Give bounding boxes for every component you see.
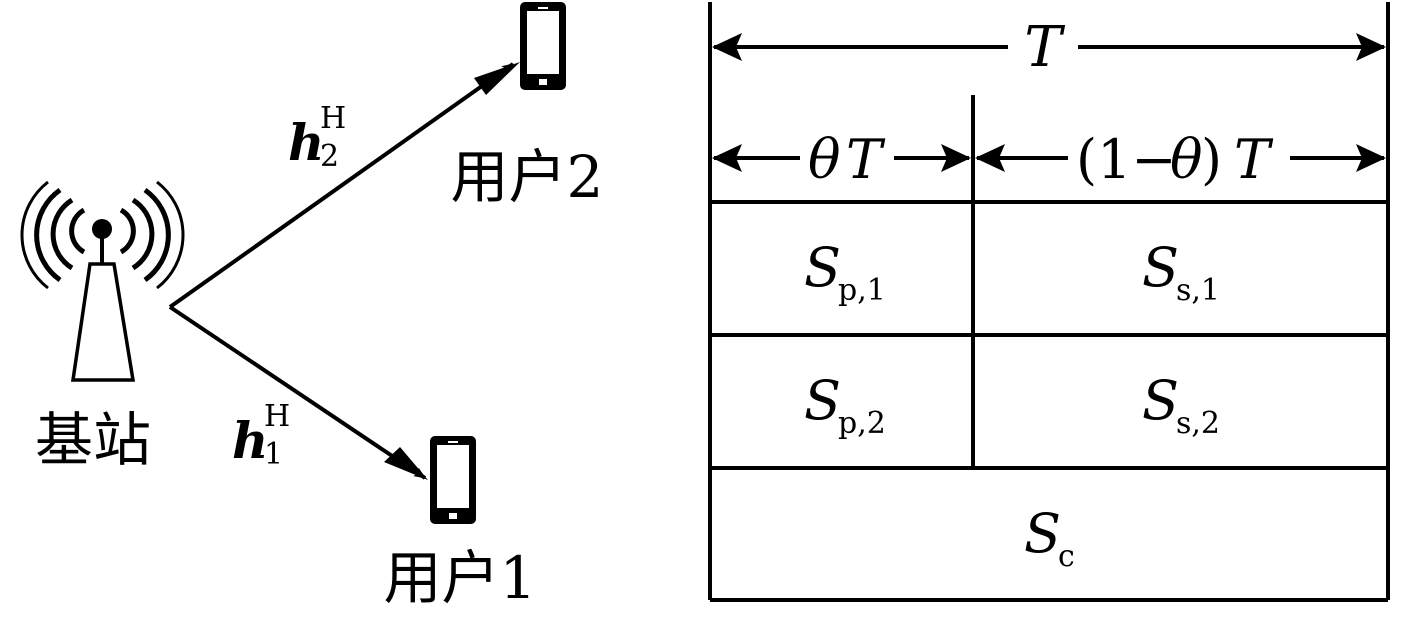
cell-ss1-sub: s,1 [1176, 273, 1220, 308]
channel1-main: h [232, 411, 268, 470]
cell-sc-sub: c [1058, 539, 1075, 574]
user2-label: 用户2 [451, 143, 604, 211]
phase2-var: T [1234, 128, 1274, 191]
phase2-open: (1− [1076, 128, 1177, 191]
total-duration-label: T [1024, 15, 1065, 80]
arrowhead-user2 [474, 62, 520, 95]
cell-ss2-sub: s,2 [1176, 406, 1220, 441]
channel-label-user2: h 2 H [288, 101, 346, 174]
channel1-sup: H [264, 399, 290, 434]
time-frame-structure [708, 2, 1390, 602]
phone-icon-user2 [520, 2, 566, 90]
cell-sc-main: S [1024, 502, 1061, 565]
channel-label-user1: h 1 H [232, 399, 290, 472]
cell-ss2: S s,2 [1142, 369, 1220, 441]
cell-ss1: S s,1 [1142, 236, 1220, 308]
cell-sc: S c [1024, 502, 1075, 574]
total-duration-arrow [712, 33, 1386, 61]
cell-ss1-main: S [1142, 236, 1179, 299]
channel1-sub: 1 [264, 437, 283, 472]
channel2-sup: H [320, 101, 346, 136]
cell-sp2-sub: p,2 [838, 406, 886, 441]
cell-sp2-main: S [804, 369, 841, 432]
phase2-duration-label: (1− θ ) T [1076, 128, 1274, 191]
cell-sp2: S p,2 [804, 369, 886, 441]
phase2-close: ) [1201, 128, 1222, 191]
cell-sp1-main: S [804, 236, 841, 299]
arrowhead-user1 [384, 447, 428, 480]
phase1-theta: θ [808, 128, 841, 191]
base-station-icon [20, 180, 185, 382]
downlink-arrow-user1 [168, 305, 427, 480]
cell-sp1-sub: p,1 [838, 273, 886, 308]
cell-ss2-main: S [1142, 369, 1179, 432]
phase1-duration-arrow [712, 144, 971, 172]
base-station-label: 基站 [35, 406, 151, 474]
downlink-arrow-user2 [168, 62, 515, 309]
phone-icon-user1 [430, 436, 476, 524]
cell-sp1: S p,1 [804, 236, 886, 308]
channel2-main: h [288, 113, 324, 172]
phase1-var: T [846, 128, 886, 191]
phase1-duration-label: θ T [808, 128, 886, 191]
channel2-sub: 2 [320, 139, 339, 174]
user1-label: 用户1 [384, 544, 537, 612]
phase2-theta: θ [1170, 128, 1203, 191]
phase2-duration-arrow [975, 144, 1386, 172]
